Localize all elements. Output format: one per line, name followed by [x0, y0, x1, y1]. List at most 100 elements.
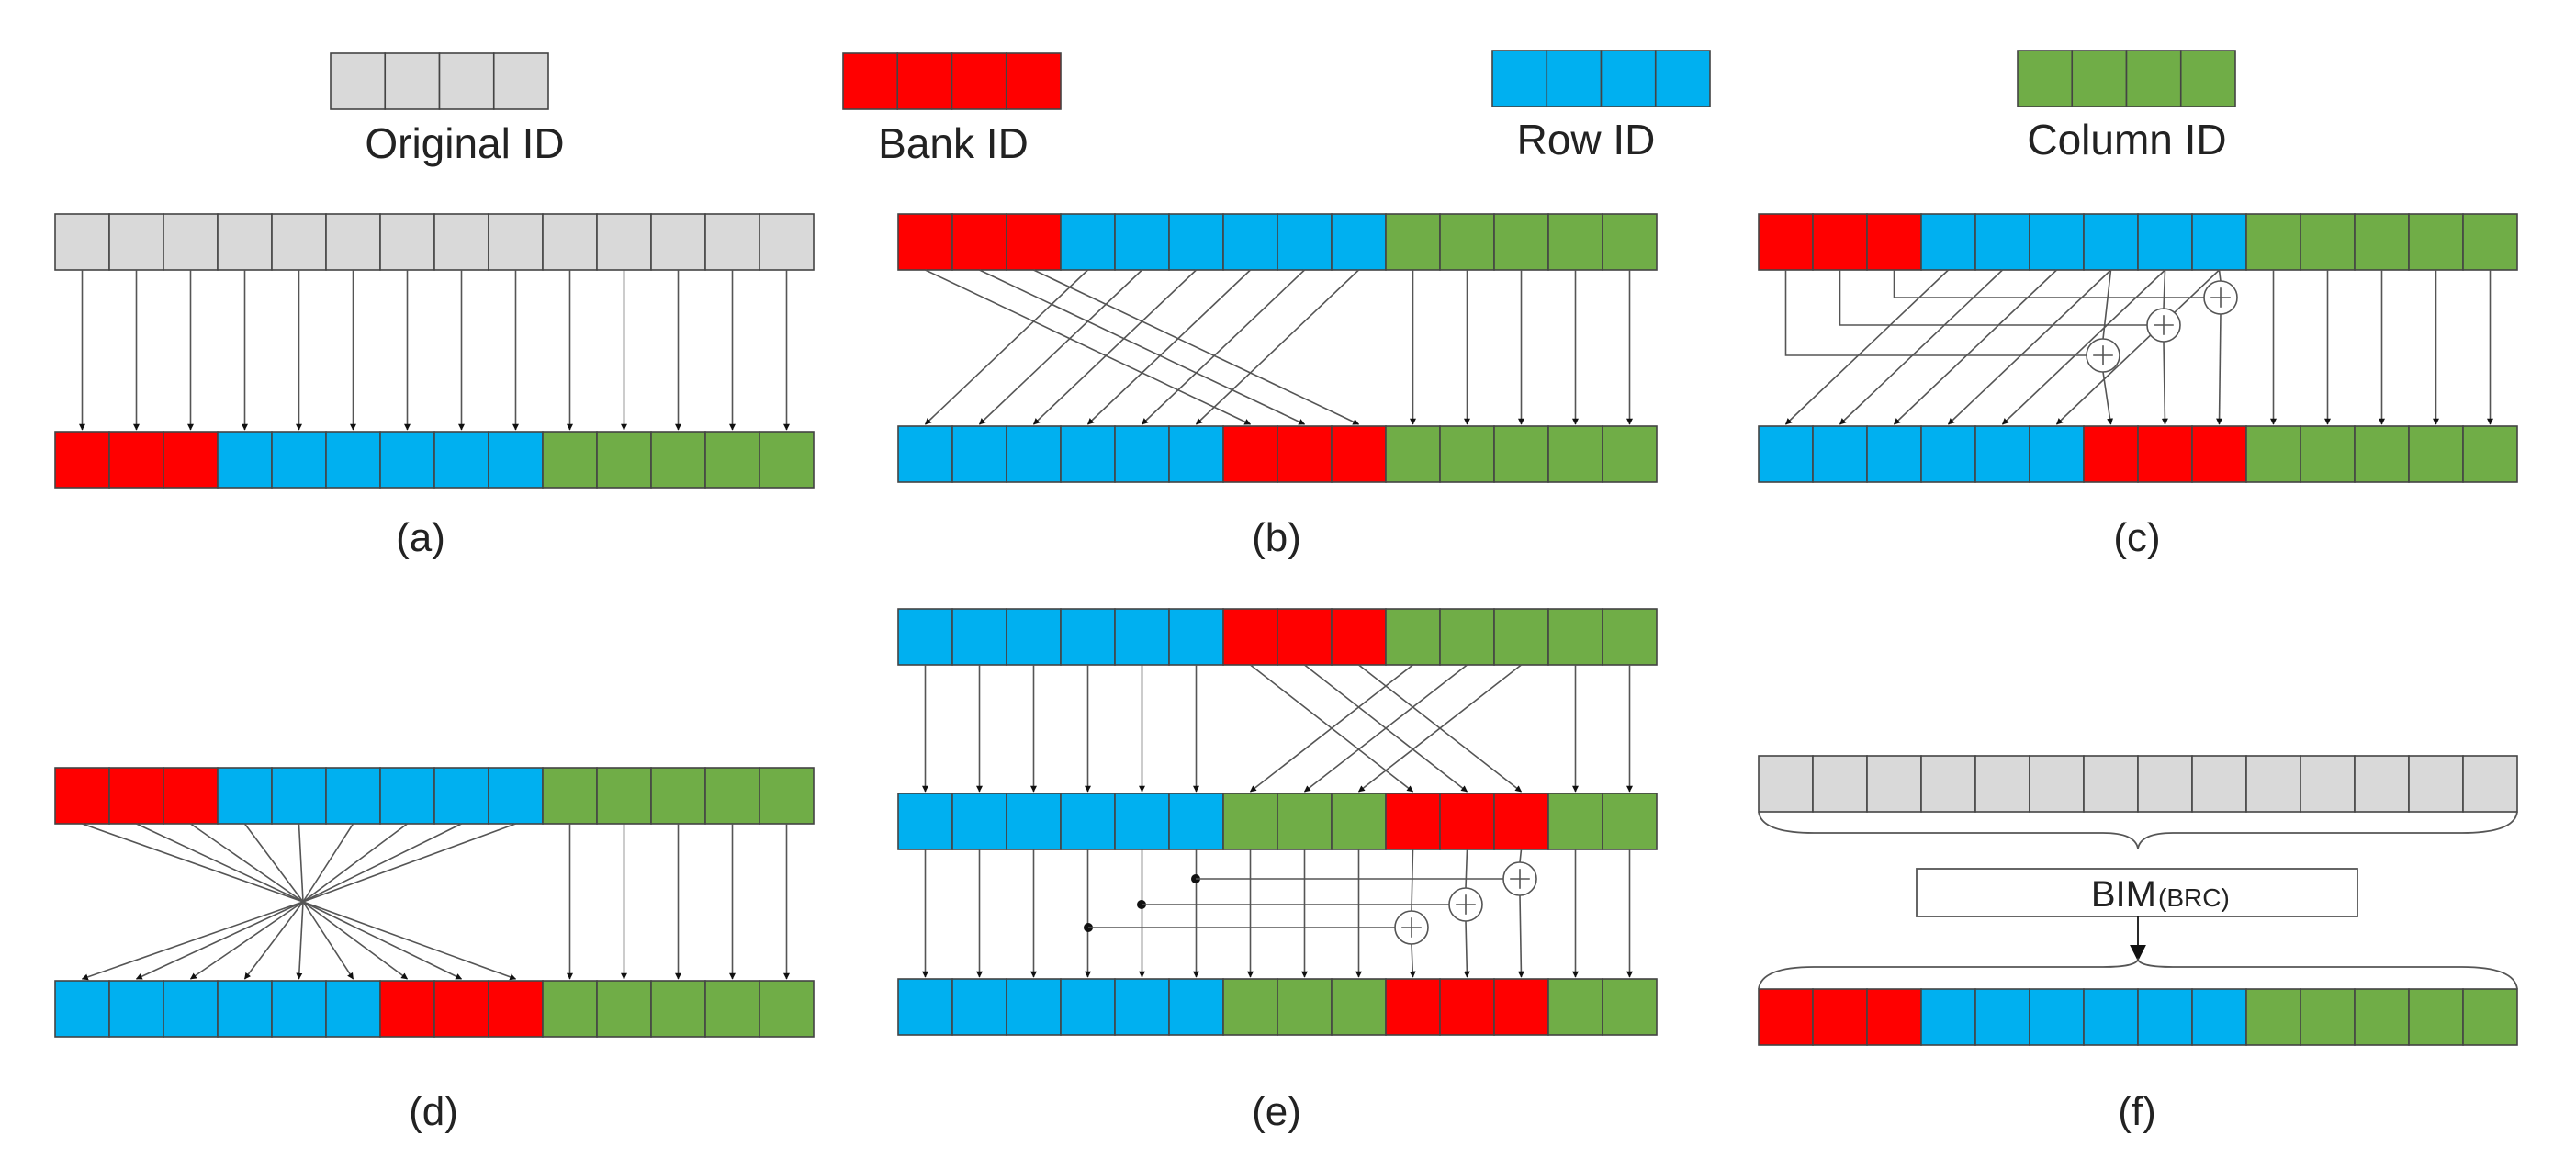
row-cell: [1866, 425, 1922, 483]
bank-cell: [1005, 52, 1062, 110]
output-bar: [54, 980, 815, 1038]
connector-line: [2102, 269, 2112, 340]
arrow: [1303, 664, 1468, 793]
row-cell: [2029, 988, 2085, 1046]
row-cell: [1114, 978, 1170, 1036]
column-cell: [1493, 213, 1549, 271]
caption-f: (f): [2118, 1089, 2156, 1134]
output-bar: [897, 425, 1658, 483]
column-cell: [542, 767, 598, 825]
connector-line: [190, 823, 304, 903]
row-cell: [1974, 425, 2030, 483]
bank-cell: [2191, 425, 2247, 483]
row-cell: [2029, 425, 2085, 483]
row-cell: [1546, 50, 1603, 107]
bank-cell: [1006, 213, 1062, 271]
column-cell: [542, 431, 598, 489]
arrow: [1839, 269, 2004, 425]
original-cell: [2137, 755, 2193, 813]
row-cell: [1060, 978, 1116, 1036]
connector-line: [1784, 270, 2087, 356]
row-cell: [433, 767, 489, 825]
column-cell: [1602, 978, 1658, 1036]
column-cell: [704, 767, 760, 825]
original-cell: [2354, 755, 2410, 813]
column-cell: [2125, 50, 2182, 107]
row-cell: [163, 980, 219, 1038]
connector-line: [136, 823, 304, 903]
row-cell: [1758, 425, 1814, 483]
arrow: [81, 901, 304, 981]
original-cell: [2408, 755, 2464, 813]
row-cell: [433, 431, 489, 489]
arrow: [2216, 313, 2223, 425]
column-cell: [2300, 425, 2356, 483]
input-brace: [1758, 811, 2518, 849]
panel-c: [1758, 213, 2518, 483]
column-cell: [2462, 425, 2518, 483]
legend-label-original: Original ID: [365, 119, 564, 167]
bank-cell: [433, 980, 489, 1038]
legend-label-column: Column ID: [2027, 116, 2226, 163]
column-cell: [2071, 50, 2128, 107]
legend-swatch-column: [2017, 50, 2236, 107]
row-cell: [1060, 608, 1116, 666]
panel-e: [897, 608, 1658, 1036]
row-cell: [1168, 793, 1224, 850]
output-brace: [1758, 957, 2518, 990]
column-cell: [1547, 608, 1603, 666]
bank-cell: [1222, 425, 1278, 483]
caption-b: (b): [1252, 515, 1301, 560]
column-cell: [1602, 425, 1658, 483]
column-cell: [1547, 978, 1603, 1036]
row-cell: [2029, 213, 2085, 271]
original-cell: [217, 213, 273, 271]
column-cell: [650, 767, 706, 825]
bank-cell: [488, 980, 544, 1038]
bank-cell: [842, 52, 899, 110]
arrow: [302, 901, 463, 980]
row-cell: [54, 980, 110, 1038]
output-bar: [897, 978, 1658, 1036]
original-cell: [2029, 755, 2085, 813]
column-cell: [1222, 978, 1278, 1036]
bank-cell: [951, 213, 1007, 271]
original-cell: [704, 213, 760, 271]
bank-cell: [1812, 988, 1868, 1046]
arrow: [302, 901, 517, 981]
middle-bar: [897, 793, 1658, 850]
column-cell: [596, 767, 652, 825]
row-cell: [108, 980, 164, 1038]
original-cell: [438, 52, 495, 110]
row-cell: [897, 608, 953, 666]
row-cell: [1920, 213, 1976, 271]
row-cell: [2137, 988, 2193, 1046]
xor-gate-icon: [1502, 861, 1537, 896]
arrow: [1463, 920, 1470, 978]
arrow: [1409, 943, 1416, 978]
row-cell: [1006, 608, 1062, 666]
arrow: [243, 901, 304, 980]
legend-label-bank: Bank ID: [878, 119, 1029, 167]
bank-cell: [2137, 425, 2193, 483]
row-cell: [1974, 213, 2030, 271]
bank-cell: [1222, 608, 1278, 666]
bank-cell: [1758, 988, 1814, 1046]
original-cell: [2300, 755, 2356, 813]
bank-cell: [108, 767, 164, 825]
connector-line: [82, 823, 304, 903]
bank-cell: [1277, 425, 1333, 483]
original-cell: [759, 213, 815, 271]
row-cell: [488, 431, 544, 489]
column-cell: [2245, 425, 2301, 483]
panel-f: [1758, 755, 2518, 1046]
row-cell: [2083, 213, 2139, 271]
column-cell: [1385, 425, 1441, 483]
column-cell: [1331, 978, 1387, 1036]
row-cell: [1006, 978, 1062, 1036]
connector-line: [1893, 270, 2204, 298]
original-cell: [108, 213, 164, 271]
original-cell: [54, 213, 110, 271]
output-bar: [1758, 988, 2518, 1046]
